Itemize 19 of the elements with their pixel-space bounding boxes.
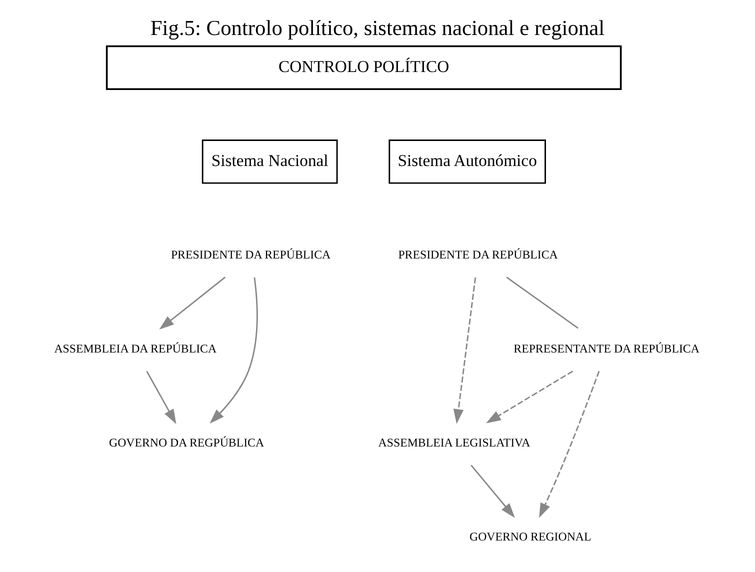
arrow <box>470 464 515 518</box>
arrow <box>539 370 600 518</box>
node-text: GOVERNO REGIONAL <box>470 530 592 544</box>
node-text: REPRESENTANTE DA REPÚBLICA <box>514 342 700 356</box>
diagram-title: Fig.5: Controlo político, sistemas nacional e regional <box>150 16 605 40</box>
arrow <box>159 276 226 330</box>
arrow <box>453 277 476 424</box>
node-text: ASSEMBLEIA DA REPÚBLICA <box>54 342 217 356</box>
node-text: PRESIDENTE DA REPÚBLICA <box>170 248 331 262</box>
node-box: Sistema Autonómico <box>388 140 546 184</box>
arrow <box>486 370 574 424</box>
node-text: ASSEMBLEIA LEGISLATIVA <box>378 436 530 450</box>
node-text: GOVERNO DA REGPÚBLICA <box>109 436 264 450</box>
node-text: PRESIDENTE DA REPÚBLICA <box>398 248 558 262</box>
node-box: CONTROLO POLÍTICO <box>106 45 622 90</box>
connector <box>506 276 579 329</box>
arrow <box>210 277 258 424</box>
node-box: Sistema Nacional <box>202 140 338 184</box>
arrow <box>146 370 176 424</box>
